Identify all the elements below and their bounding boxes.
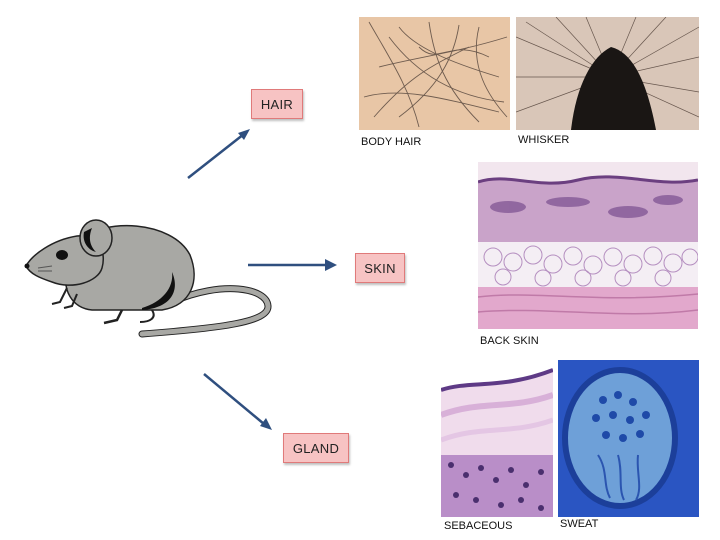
whisker-caption: WHISKER [518,134,569,146]
back-skin-caption: BACK SKIN [480,335,539,347]
sweat-image [558,360,699,517]
skin-label: SKIN [355,253,405,283]
back-skin-image [478,162,698,329]
sebaceous-caption: SEBACEOUS [444,520,512,532]
arrow-to-gland [198,368,280,434]
arrow-to-skin [245,255,340,275]
sebaceous-image [441,360,553,517]
whisker-image [516,17,699,130]
body-hair-caption: BODY HAIR [361,136,421,148]
body-hair-image [359,17,510,130]
gland-label: GLAND [283,433,349,463]
hair-label: HAIR [251,89,303,119]
arrow-to-hair [180,120,260,185]
mouse-illustration [22,210,277,345]
sweat-caption: SWEAT [560,518,598,530]
